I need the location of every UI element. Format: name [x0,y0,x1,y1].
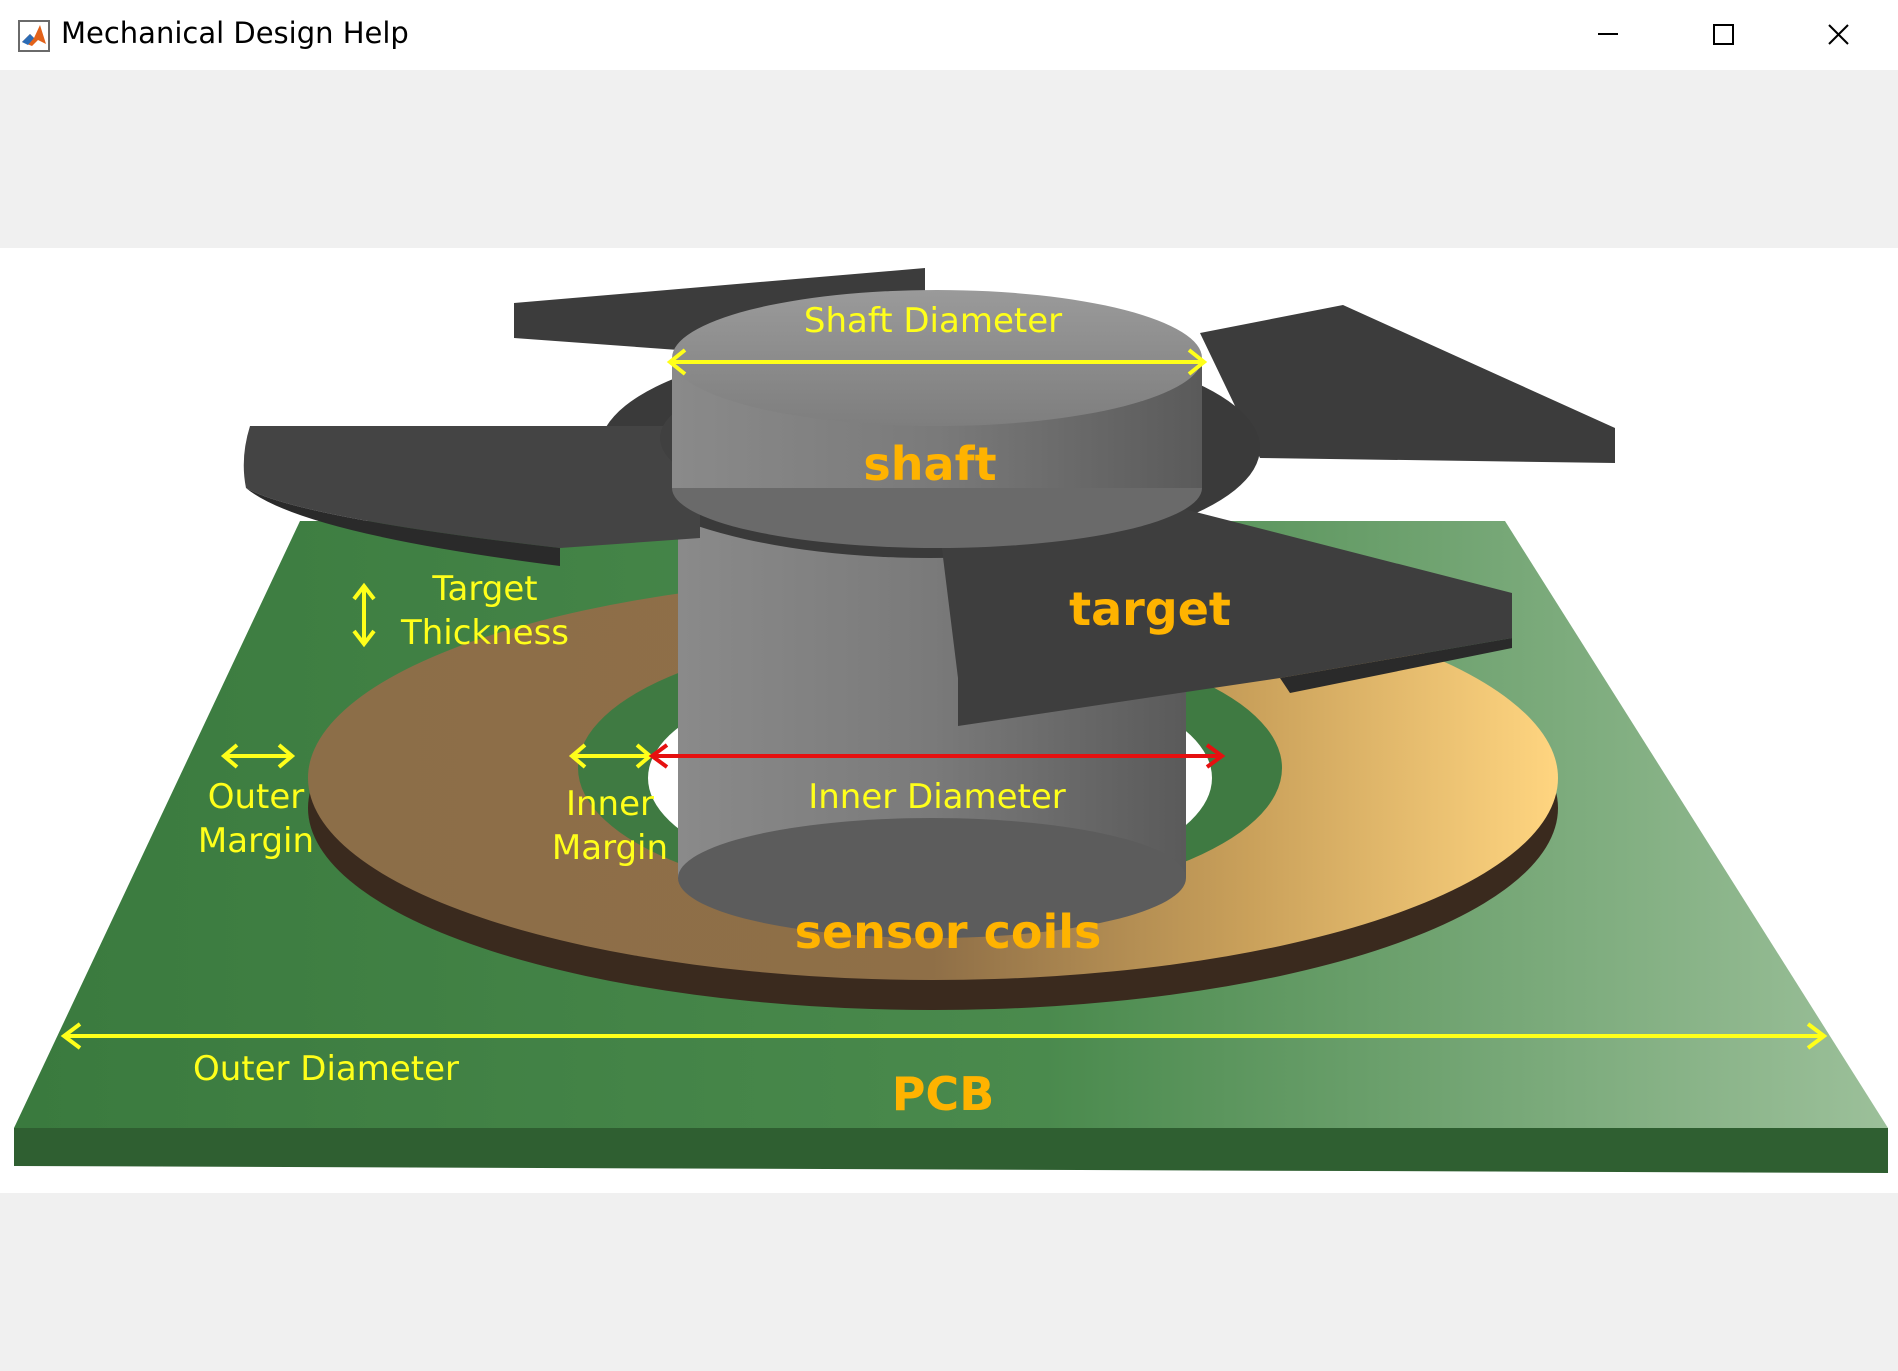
shaft-label: shaft [863,437,996,491]
target-thickness-label-line2: Thickness [400,613,569,653]
outer-margin-label-line1: Outer [208,777,305,817]
sensor-coils-label: sensor coils [795,905,1102,959]
close-icon [1828,24,1849,45]
shaft-diameter-label: Shaft Diameter [804,301,1062,341]
pcb-label: PCB [892,1067,995,1121]
maximize-button[interactable] [1666,0,1782,70]
title-bar[interactable]: Mechanical Design Help [0,0,1898,70]
outer-diameter-label: Outer Diameter [193,1049,459,1089]
help-figure-panel: Shaft Diameter shaft target Target Thick… [0,248,1898,1193]
close-button[interactable] [1782,0,1898,70]
shaft-top [672,290,1202,548]
minimize-button[interactable] [1550,0,1666,70]
matlab-icon [18,20,50,52]
outer-margin-label-line2: Margin [198,821,314,861]
diagram-labels: Shaft Diameter shaft target Target Thick… [193,301,1231,1121]
target-label: target [1069,582,1231,636]
inner-margin-label-line1: Inner [566,784,654,824]
inner-margin-label-line2: Margin [552,828,668,868]
inner-diameter-label: Inner Diameter [808,777,1066,817]
dimension-arrows [60,348,1828,1050]
maximize-icon [1713,24,1734,45]
target-thickness-label-line1: Target [431,569,537,609]
window-title: Mechanical Design Help [61,16,409,50]
minimize-icon [1598,33,1618,35]
mechanical-design-diagram: Shaft Diameter shaft target Target Thick… [14,268,1888,1173]
inner-diameter-arrow [648,743,1226,769]
